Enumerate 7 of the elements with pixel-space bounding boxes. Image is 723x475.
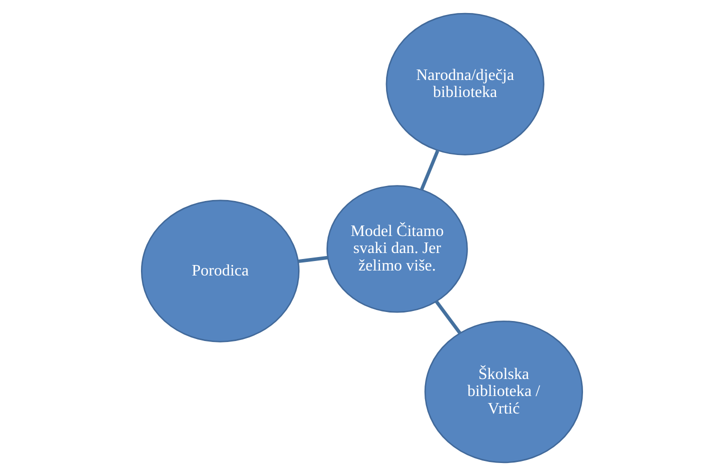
node-circle: Model Čitamo svaki dan. Jer želimo više. [326,184,468,312]
node-ellipse: Školska biblioteka / Vrtić [424,320,583,463]
node-ellipse: Porodica [140,199,300,342]
connector [434,300,461,334]
connector [420,150,439,190]
node-ellipse: Narodna/dječja biblioteka [385,12,544,155]
connector [298,255,328,263]
